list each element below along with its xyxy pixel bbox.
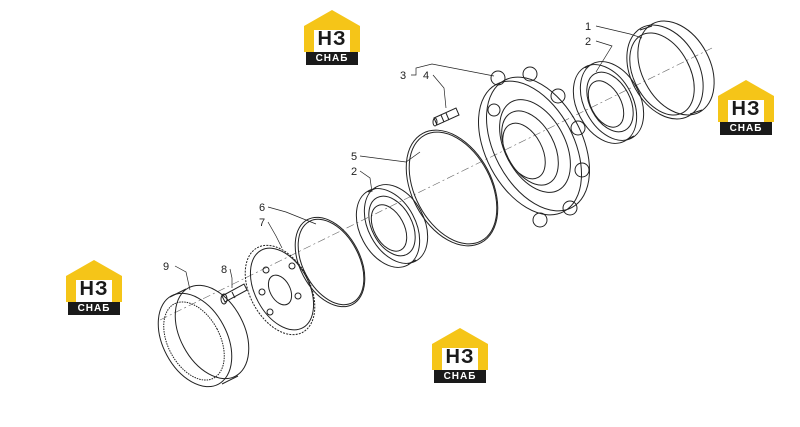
logo-word-text: СНАБ — [434, 370, 486, 383]
watermark-logo-top: НЗ СНАБ — [300, 8, 364, 66]
house-logo-icon — [66, 260, 122, 302]
house-logo-icon — [432, 328, 488, 370]
callout-3: 3 — [400, 70, 406, 82]
part-2-bearing-lower — [355, 184, 429, 268]
logo-mark-text: НЗ — [79, 278, 109, 300]
callout-1: 1 — [585, 21, 591, 33]
leader-3 — [411, 63, 495, 77]
leader-6 — [267, 206, 317, 225]
logo-word-text: СНАБ — [306, 52, 358, 65]
part-7-gear-carrier — [244, 244, 316, 336]
leader-2b — [359, 170, 373, 193]
logo-mark-text: НЗ — [317, 28, 347, 50]
leader-8 — [229, 268, 233, 288]
house-logo-icon — [718, 80, 774, 122]
leader-1 — [595, 25, 643, 39]
part-9-ring-gear — [157, 284, 250, 388]
callout-9: 9 — [163, 261, 169, 273]
leader-4 — [432, 74, 447, 109]
center-axis-line — [159, 47, 713, 321]
house-logo-icon — [304, 10, 360, 52]
leader-lines — [174, 25, 643, 291]
leader-5 — [359, 151, 421, 163]
watermark-logo-left: НЗ СНАБ — [62, 258, 126, 316]
callout-2a: 2 — [585, 36, 591, 48]
watermark-logo-bottom: НЗ СНАБ — [428, 326, 492, 384]
part-2-bearing-upper — [572, 61, 645, 144]
logo-word-text: СНАБ — [68, 302, 120, 315]
leader-2a — [595, 40, 613, 73]
part-8-bolt — [220, 283, 248, 305]
leader-9 — [174, 265, 191, 291]
part-4-stud-bolt — [432, 107, 460, 127]
callout-7: 7 — [259, 217, 265, 229]
part-5-o-ring — [405, 129, 499, 247]
logo-mark-text: НЗ — [731, 98, 761, 120]
callout-8: 8 — [221, 264, 227, 276]
watermark-logo-right: НЗ СНАБ — [714, 78, 778, 136]
callout-4: 4 — [423, 70, 429, 82]
logo-word-text: СНАБ — [720, 122, 772, 135]
part-1-outer-ring — [626, 20, 715, 120]
callout-6: 6 — [259, 202, 265, 214]
callout-2b: 2 — [351, 166, 357, 178]
leader-7 — [267, 221, 283, 249]
logo-mark-text: НЗ — [445, 346, 475, 368]
part-3-hub-housing — [478, 66, 590, 228]
callout-5: 5 — [351, 151, 357, 163]
